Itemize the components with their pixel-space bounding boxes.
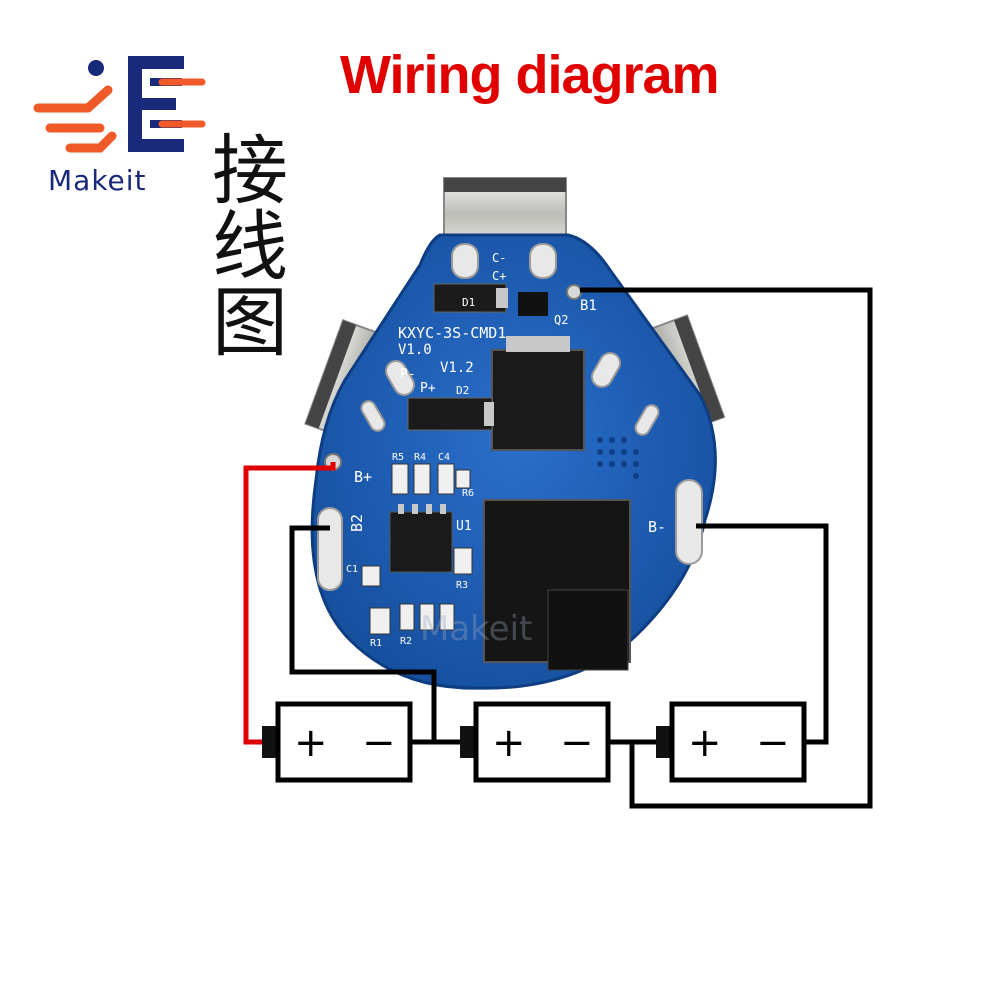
- label-q2: Q2: [554, 313, 568, 327]
- resistor-r3: [453, 547, 473, 575]
- resistor-r1: [369, 607, 391, 635]
- pad-label-b-plus: B+: [354, 468, 372, 486]
- label-r6: R6: [462, 488, 474, 499]
- pad-slot-b2: [317, 507, 343, 591]
- label-r1: R1: [370, 638, 382, 649]
- pad-slot-b-minus: [675, 479, 703, 565]
- transistor-q2: [518, 292, 548, 316]
- label-u1: U1: [456, 519, 472, 534]
- pad-slot-top-right: [529, 243, 557, 279]
- board-model-text: KXYC-3S-CMD1: [398, 324, 506, 342]
- pad-label-b-minus: B-: [648, 518, 666, 536]
- pad-label-b2: B2: [348, 514, 366, 532]
- vertical-chinese-label: 接线图: [199, 130, 288, 358]
- wire-b2: [289, 525, 437, 742]
- label-r3: R3: [456, 580, 468, 591]
- battery-3-minus: −: [756, 720, 790, 766]
- pad-slot-top-left: [451, 243, 479, 279]
- battery-2: + −: [460, 701, 611, 783]
- watermark-text: Makeit: [420, 609, 532, 649]
- diagram-title: Wiring diagram: [340, 45, 720, 105]
- battery-1-plus: +: [294, 720, 328, 766]
- board-version-text: V1.0: [398, 342, 432, 358]
- pad-label-p-plus: P+: [420, 381, 436, 396]
- resistor-r6: [455, 469, 471, 489]
- pad-slot-right-small: [634, 404, 660, 436]
- battery-3-plus: +: [688, 720, 722, 766]
- label-c4: C4: [438, 452, 450, 463]
- resistor-r4: [413, 463, 431, 495]
- capacitor-c1: [361, 565, 381, 587]
- pad-label-c-plus: C+: [492, 269, 506, 283]
- capacitor-c4: [437, 463, 455, 495]
- label-r2: R2: [400, 636, 412, 647]
- label-d1: D1: [462, 296, 475, 309]
- pad-label-c-minus: C-: [492, 251, 506, 265]
- battery-3: + −: [656, 701, 807, 783]
- battery-2-plus: +: [492, 720, 526, 766]
- resistor-r2: [399, 603, 415, 631]
- diode-d1: [433, 283, 507, 313]
- ic-u1: [389, 511, 453, 573]
- wire-b-plus-red: [243, 462, 336, 745]
- pad-slot-right: [591, 352, 621, 388]
- mosfet-chip: [491, 349, 585, 451]
- battery-2-minus: −: [560, 720, 594, 766]
- wire-b1: [580, 287, 873, 809]
- battery-1: + −: [262, 701, 413, 783]
- makeit-logo-icon: [33, 56, 206, 153]
- battery-1-minus: −: [362, 720, 396, 766]
- brand-name: Makeit: [48, 164, 147, 197]
- b1-solder-point: [566, 284, 582, 300]
- wire-b-minus: [696, 523, 829, 745]
- pad-label-b1: B1: [580, 298, 597, 314]
- pad-label-p-minus: P-: [400, 367, 416, 382]
- label-r4: R4: [414, 452, 426, 463]
- diode-d2: [407, 397, 493, 431]
- label-r5: R5: [392, 452, 404, 463]
- pad-slot-left-small: [360, 400, 386, 432]
- pad-slot-p-plus: [385, 360, 415, 396]
- label-d2: D2: [456, 384, 469, 397]
- resistor-r5: [391, 463, 409, 495]
- board-revision-text: V1.2: [440, 360, 474, 376]
- label-c1: C1: [346, 564, 358, 575]
